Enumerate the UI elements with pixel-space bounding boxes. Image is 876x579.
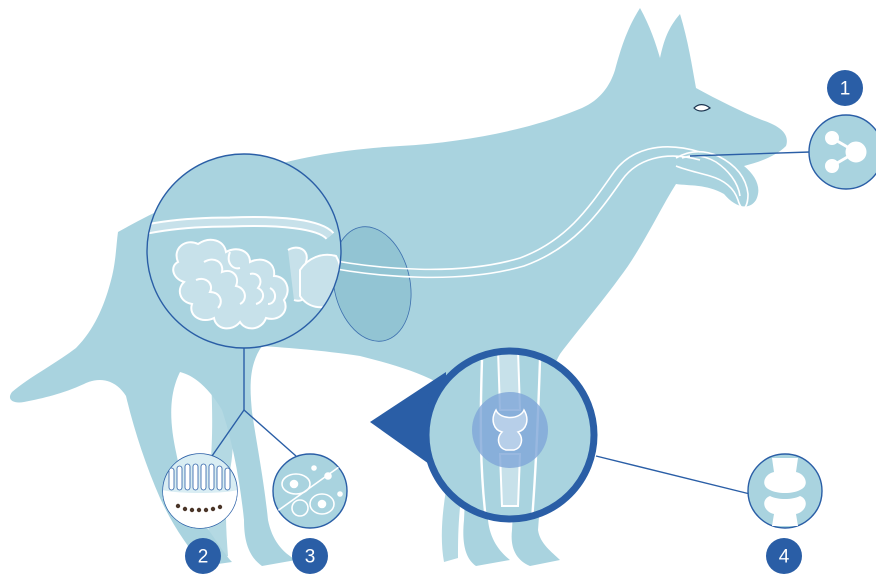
marker-4-label: 4 [779, 547, 790, 568]
joint-connector [596, 456, 750, 494]
marker-2: 2 [185, 538, 221, 574]
marker-1-label: 1 [840, 79, 851, 100]
detail-circle-1 [809, 115, 876, 189]
marker-1: 1 [827, 70, 863, 106]
marker-4: 4 [766, 538, 802, 574]
marker-3: 3 [292, 538, 328, 574]
detail-circle-4 [748, 454, 822, 528]
marker-3-label: 3 [305, 547, 316, 568]
detail-circle-3 [273, 454, 347, 528]
marker-2-label: 2 [198, 547, 209, 568]
